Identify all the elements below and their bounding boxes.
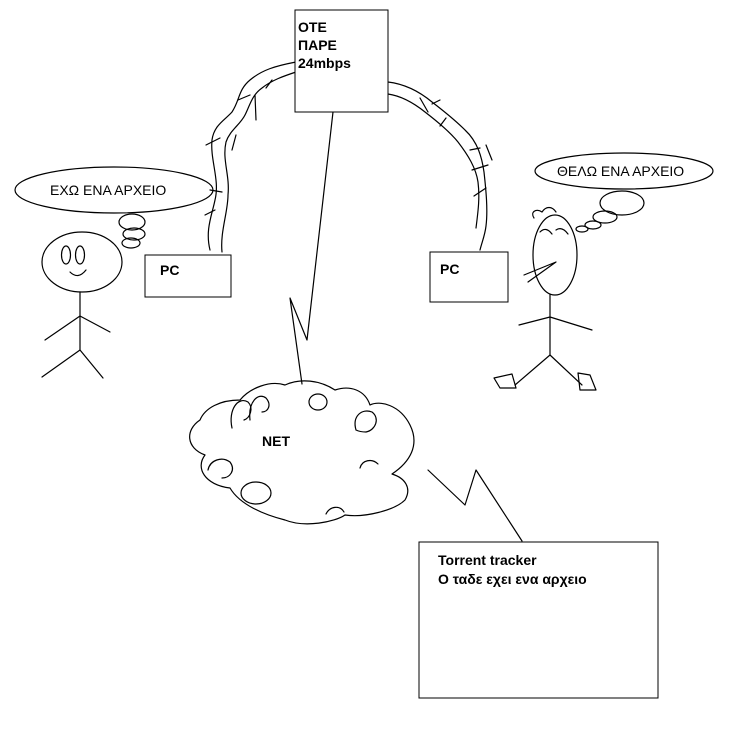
tracker-line1: Torrent tracker [438, 552, 537, 568]
right-person-left-foot [493, 373, 517, 389]
tracker-box: Torrent tracker Ο ταδε εχει ενα αρχειο [418, 541, 659, 699]
right-person-hair [532, 206, 557, 219]
ote-box: ΟΤΕ ΠΑΡΕ 24mbps [294, 9, 389, 113]
left-pc-box: PC [144, 254, 232, 298]
left-person-arms [44, 315, 111, 341]
right-person [493, 206, 597, 391]
left-person-eye [60, 245, 72, 265]
arrow-tracker-to-net [427, 469, 523, 542]
right-pc-box: PC [429, 251, 509, 303]
right-person-right-foot [577, 372, 597, 391]
cloud-label: NET [262, 433, 290, 449]
left-thought-text: ΕΧΩ ΕΝΑ ΑΡΧΕΙΟ [50, 182, 166, 198]
right-pc-label: PC [440, 261, 459, 277]
left-person-eye [74, 245, 86, 265]
left-thought-bubble: ΕΧΩ ΕΝΑ ΑΡΧΕΙΟ [14, 166, 214, 249]
right-thought-bubble: ΘΕΛΩ ΕΝΑ ΑΡΧΕΙΟ [534, 152, 714, 233]
left-person-head [41, 231, 123, 293]
tracker-line2: Ο ταδε εχει ενα αρχειο [438, 571, 587, 587]
right-thought-text: ΘΕΛΩ ΕΝΑ ΑΡΧΕΙΟ [557, 163, 684, 179]
ote-line2: ΠΑΡΕ [298, 37, 337, 53]
ote-line1: ΟΤΕ [298, 19, 327, 35]
cable-right [387, 81, 493, 251]
net-cloud: NET [189, 380, 415, 525]
right-person-nose [523, 261, 557, 283]
arrow-ote-to-net [289, 111, 334, 385]
left-person [41, 231, 123, 379]
left-person-legs [41, 349, 104, 379]
right-person-legs [514, 354, 583, 386]
cable-left [204, 61, 297, 253]
ote-line3: 24mbps [298, 55, 351, 71]
right-person-arms [518, 316, 593, 331]
left-person-mouth [69, 269, 87, 277]
right-person-eyes [539, 228, 569, 235]
right-person-head [532, 214, 578, 296]
left-pc-label: PC [160, 262, 179, 278]
